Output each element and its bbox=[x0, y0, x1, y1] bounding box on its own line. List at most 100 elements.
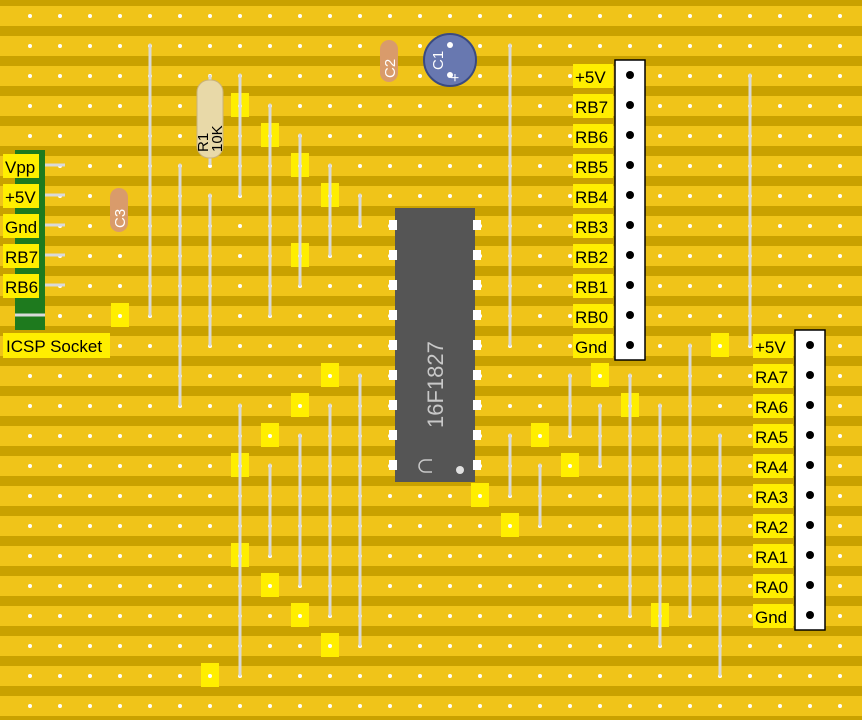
strip-hole bbox=[88, 194, 92, 198]
porta-pin-label-bg bbox=[753, 604, 793, 628]
strip-hole bbox=[658, 194, 662, 198]
chip-pin bbox=[473, 370, 481, 380]
strip-hole bbox=[568, 224, 572, 228]
strip-hole bbox=[418, 614, 422, 618]
strip-hole bbox=[208, 14, 212, 18]
strip-hole bbox=[658, 254, 662, 258]
track-cuts bbox=[111, 93, 729, 687]
strip-hole bbox=[208, 494, 212, 498]
strip-hole bbox=[118, 134, 122, 138]
strip-hole bbox=[538, 314, 542, 318]
strip-hole bbox=[628, 674, 632, 678]
strip-hole bbox=[808, 224, 812, 228]
strip-hole bbox=[628, 44, 632, 48]
cut-hole bbox=[508, 524, 512, 528]
strip-hole bbox=[118, 374, 122, 378]
strip-hole bbox=[478, 44, 482, 48]
strip-hole bbox=[358, 134, 362, 138]
strip-hole bbox=[268, 74, 272, 78]
strip-hole bbox=[88, 104, 92, 108]
strip-hole bbox=[28, 524, 32, 528]
strip-hole bbox=[538, 104, 542, 108]
strip-hole bbox=[538, 404, 542, 408]
strip-hole bbox=[388, 674, 392, 678]
portb-pin bbox=[626, 341, 634, 349]
strip-hole bbox=[598, 674, 602, 678]
strip-hole bbox=[58, 74, 62, 78]
strip-hole bbox=[658, 674, 662, 678]
strip-hole bbox=[388, 194, 392, 198]
strip-hole bbox=[148, 704, 152, 708]
strip-hole bbox=[838, 104, 842, 108]
strip-hole bbox=[28, 44, 32, 48]
icsp-pin-label-bg bbox=[3, 214, 39, 238]
strip-hole bbox=[358, 704, 362, 708]
portb-pin-label-bg bbox=[573, 184, 613, 208]
c3-ref: C3 bbox=[112, 209, 129, 228]
strip-hole bbox=[328, 314, 332, 318]
portb-pin-label-bg bbox=[573, 94, 613, 118]
strip-hole bbox=[448, 104, 452, 108]
strip-hole bbox=[298, 44, 302, 48]
strip-hole bbox=[448, 554, 452, 558]
copper-strip bbox=[0, 6, 862, 26]
porta-pin-label: RA4 bbox=[755, 458, 788, 477]
cut-hole bbox=[538, 434, 542, 438]
strip-hole bbox=[838, 314, 842, 318]
strip-hole bbox=[58, 134, 62, 138]
strip-hole bbox=[58, 674, 62, 678]
portb-pin-label: RB7 bbox=[575, 98, 608, 117]
strip-hole bbox=[28, 494, 32, 498]
strip-hole bbox=[808, 254, 812, 258]
strip-hole bbox=[388, 614, 392, 618]
porta-pin-label: RA3 bbox=[755, 488, 788, 507]
strip-hole bbox=[88, 134, 92, 138]
strip-hole bbox=[208, 644, 212, 648]
portb-pin-label: RB1 bbox=[575, 278, 608, 297]
strip-hole bbox=[508, 584, 512, 588]
strip-hole bbox=[418, 134, 422, 138]
strip-hole bbox=[28, 644, 32, 648]
porta-pin-label-bg bbox=[753, 514, 793, 538]
strip-hole bbox=[58, 434, 62, 438]
strip-hole bbox=[838, 704, 842, 708]
strip-hole bbox=[538, 14, 542, 18]
c2-ref: C2 bbox=[382, 59, 399, 78]
strip-hole bbox=[268, 644, 272, 648]
porta-pin bbox=[806, 371, 814, 379]
strip-hole bbox=[448, 494, 452, 498]
strip-hole bbox=[688, 44, 692, 48]
strip-hole bbox=[688, 194, 692, 198]
strip-hole bbox=[118, 554, 122, 558]
strip-hole bbox=[88, 554, 92, 558]
strip-hole bbox=[178, 614, 182, 618]
strip-hole bbox=[808, 44, 812, 48]
strip-hole bbox=[718, 104, 722, 108]
strip-hole bbox=[88, 224, 92, 228]
strip-hole bbox=[28, 614, 32, 618]
strip-hole bbox=[28, 554, 32, 558]
strip-hole bbox=[118, 74, 122, 78]
strip-hole bbox=[658, 74, 662, 78]
strip-hole bbox=[28, 374, 32, 378]
strip-hole bbox=[148, 344, 152, 348]
porta-pin-label: RA0 bbox=[755, 578, 788, 597]
strip-hole bbox=[58, 104, 62, 108]
strip-hole bbox=[388, 14, 392, 18]
copper-strip bbox=[0, 486, 862, 506]
cut-hole bbox=[298, 404, 302, 408]
strip-hole bbox=[658, 284, 662, 288]
strip-hole bbox=[778, 224, 782, 228]
porta-pin-label: RA6 bbox=[755, 398, 788, 417]
strip-hole bbox=[748, 674, 752, 678]
strip-hole bbox=[838, 374, 842, 378]
c1-polarity: + bbox=[447, 73, 464, 82]
strip-hole bbox=[358, 314, 362, 318]
strip-hole bbox=[118, 464, 122, 468]
portb-pin-label-bg bbox=[573, 214, 613, 238]
strip-hole bbox=[508, 614, 512, 618]
chip-pin bbox=[389, 400, 397, 410]
portb-pin bbox=[626, 191, 634, 199]
strip-hole bbox=[88, 434, 92, 438]
